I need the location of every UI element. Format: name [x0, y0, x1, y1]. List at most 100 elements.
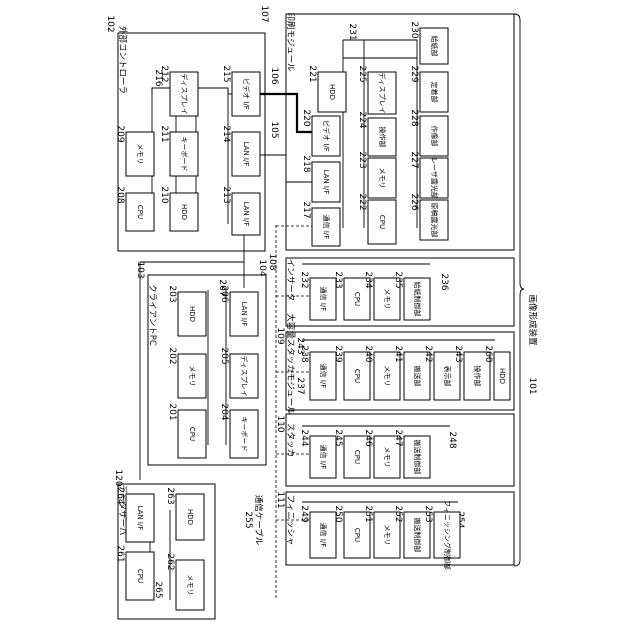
- block-242-label: 表示部: [443, 366, 452, 387]
- block-217-ref: 217: [301, 201, 311, 218]
- block-261: CPU 261: [115, 545, 154, 600]
- block-253-label: フィニッシング制御部: [443, 500, 452, 570]
- block-263-ref: 263: [165, 487, 175, 504]
- block-252-ref: 252: [393, 505, 403, 522]
- line-106: 106: [269, 67, 279, 84]
- large-stacker-module-ref: 109: [275, 327, 285, 344]
- print-module-bus-ref: 231: [347, 23, 357, 40]
- block-204: キーボード204: [219, 403, 258, 458]
- block-244: 通信 I/F244: [299, 429, 336, 478]
- block-228-label: 作像部: [430, 126, 439, 147]
- block-235-ref: 235: [393, 271, 403, 288]
- block-210-ref: 210: [159, 186, 169, 203]
- block-220-label: ビデオ I/F: [322, 120, 331, 152]
- block-209-ref: 209: [115, 125, 125, 142]
- block-222-label: CPU: [378, 215, 386, 229]
- block-221-label: HDD: [328, 84, 336, 100]
- block-205-label: ディスプレイ: [240, 355, 249, 397]
- block-260-ref: 260: [483, 345, 493, 362]
- client-pc-ref: 103: [135, 261, 145, 278]
- block-249: 通信 I/F249: [299, 505, 336, 558]
- block-260-label: HDD: [498, 368, 506, 384]
- stacker-title: スタッカ: [285, 423, 295, 457]
- block-201-label: CPU: [188, 427, 196, 441]
- block-210-label: HDD: [180, 204, 188, 220]
- block-243-label: 操作部: [473, 366, 482, 387]
- finisher-ref: 111: [275, 491, 285, 508]
- block-222-ref: 222: [357, 193, 367, 210]
- block-253-ref: 253: [423, 505, 433, 522]
- stacker-bus-ref: 248: [447, 431, 457, 448]
- block-222: CPU 222: [357, 193, 396, 244]
- block-211-ref: 211: [159, 125, 169, 142]
- block-214: LAN I/F214: [221, 125, 260, 176]
- block-261-ref: 261: [115, 545, 125, 562]
- block-240-label: メモリ: [383, 366, 391, 387]
- block-215-label: ビデオ I/F: [242, 78, 251, 110]
- inserter-ref: 108: [267, 253, 277, 270]
- image-forming-apparatus-title: 画像形成装置: [527, 294, 538, 346]
- image-forming-apparatus-ref: 101: [527, 377, 537, 394]
- block-261-label: CPU: [136, 569, 144, 583]
- bus-231: [343, 40, 417, 70]
- block-223: メモリ223: [357, 151, 396, 198]
- block-263-label: HDD: [186, 509, 194, 525]
- block-206-ref: 206: [219, 285, 229, 302]
- block-241-ref: 241: [393, 345, 403, 362]
- block-202-ref: 202: [167, 347, 177, 364]
- block-262: メモリ262: [165, 553, 204, 610]
- block-203: HDD203: [167, 285, 206, 336]
- block-212-label: ディスプレイ: [180, 73, 189, 115]
- block-213-ref: 213: [221, 186, 231, 203]
- block-244-ref: 244: [299, 429, 309, 446]
- block-241-label: 搬送部: [413, 366, 422, 387]
- block-221-ref: 221: [307, 65, 317, 82]
- comm-cable-title: 通信ケーブル: [253, 495, 264, 546]
- block-212: ディスプレイ 212: [159, 65, 198, 116]
- block-224-ref: 224: [357, 111, 367, 128]
- block-232-label: 通信 I/F: [319, 287, 328, 312]
- block-238-ref: 238: [299, 345, 309, 362]
- block-208: CPU208: [115, 186, 154, 231]
- block-218: LAN I/F218: [301, 155, 340, 202]
- block-226-ref: 226: [409, 193, 419, 210]
- block-233-label: CPU: [353, 292, 361, 306]
- block-204-ref: 204: [219, 403, 229, 420]
- block-249-ref: 249: [299, 505, 309, 522]
- block-246-label: メモリ: [383, 447, 391, 468]
- stacker-ref: 110: [275, 415, 285, 432]
- block-206-label: LAN I/F: [240, 302, 248, 327]
- block-234-label: メモリ: [383, 289, 391, 310]
- block-245-label: CPU: [353, 450, 361, 464]
- block-225-ref: 225: [357, 65, 367, 82]
- block-240-ref: 240: [363, 345, 373, 362]
- block-224: 操作部224: [357, 111, 396, 156]
- block-220-ref: 220: [301, 109, 311, 126]
- block-252-label: 搬送制御部: [413, 518, 422, 553]
- block-223-label: メモリ: [378, 168, 386, 189]
- block-251-label: メモリ: [383, 525, 391, 546]
- block-214-label: LAN I/F: [242, 142, 250, 167]
- block-246-ref: 246: [363, 429, 373, 446]
- inserter-title: インサータ: [285, 259, 295, 302]
- print-module-title: 印刷モジュール: [285, 13, 296, 72]
- print-module-ref: 107: [259, 5, 269, 22]
- client-pc-title: クライアントPC: [147, 284, 157, 346]
- block-264-ref: 264: [115, 487, 125, 504]
- block-211-label: キーボード: [180, 137, 188, 172]
- block-221: HDD 221: [307, 65, 346, 112]
- block-227-label: レーザ露光部: [430, 157, 439, 199]
- block-251-ref: 251: [363, 505, 373, 522]
- block-242-ref: 242: [423, 345, 433, 362]
- block-226-label: 原稿露光部: [430, 203, 439, 238]
- block-203-label: HDD: [188, 306, 196, 322]
- block-230-label: 給紙部: [430, 36, 439, 57]
- block-262-label: メモリ: [186, 575, 194, 596]
- block-227-ref: 227: [409, 151, 419, 168]
- block-217-label: 通信 I/F: [322, 215, 331, 240]
- block-201: CPU201: [167, 403, 206, 458]
- block-206: LAN I/F 206: [219, 285, 258, 336]
- block-209: メモリ209: [115, 125, 154, 176]
- block-212-ref: 212: [159, 65, 169, 82]
